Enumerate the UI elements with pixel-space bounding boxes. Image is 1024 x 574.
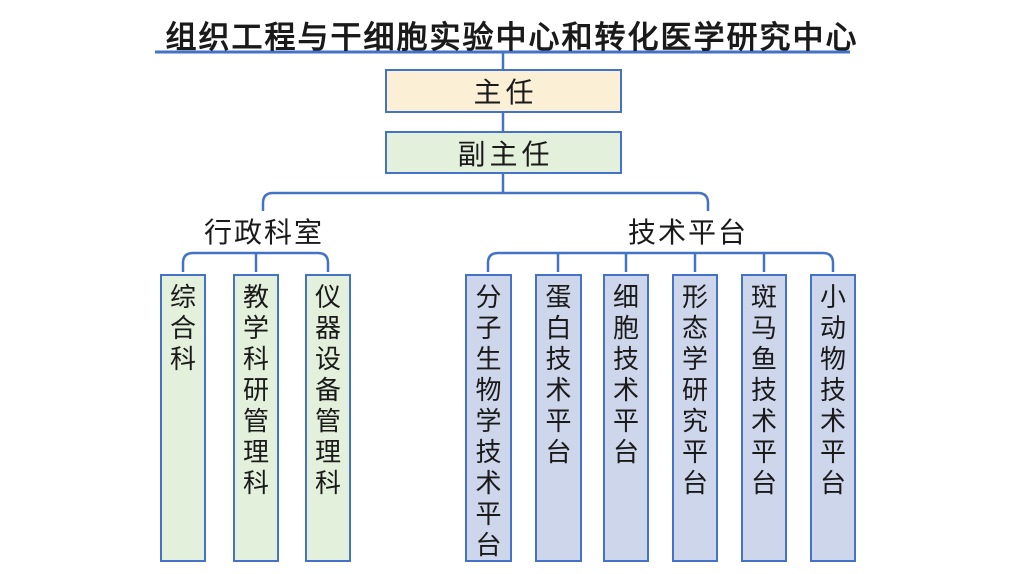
branch-label-tech-platforms: 技术平台 <box>627 216 748 249</box>
node-teaching-research-mgmt: 教学科研管理科 <box>233 274 279 562</box>
node-general-office: 综合科 <box>160 274 206 562</box>
node-director: 主任 <box>385 69 622 113</box>
chart-title: 组织工程与干细胞实验中心和转化医学研究中心 <box>165 20 859 56</box>
node-molecular-biology-platform: 分子生物学技术平台 <box>465 274 512 562</box>
admin-bracket <box>181 251 330 272</box>
node-zebrafish-platform: 斑马鱼技术平台 <box>741 274 787 562</box>
node-protein-platform: 蛋白技术平台 <box>535 274 582 562</box>
node-morphology-platform: 形态学研究平台 <box>672 274 718 562</box>
branch-label-admin-offices: 行政科室 <box>203 216 324 249</box>
node-small-animal-platform: 小动物技术平台 <box>810 274 856 562</box>
node-cell-platform: 细胞技术平台 <box>603 274 649 562</box>
platform-bracket <box>486 251 835 272</box>
branch-bracket <box>261 191 710 211</box>
node-deputy-director: 副主任 <box>385 131 622 174</box>
node-equipment-mgmt: 仪器设备管理科 <box>305 274 351 562</box>
